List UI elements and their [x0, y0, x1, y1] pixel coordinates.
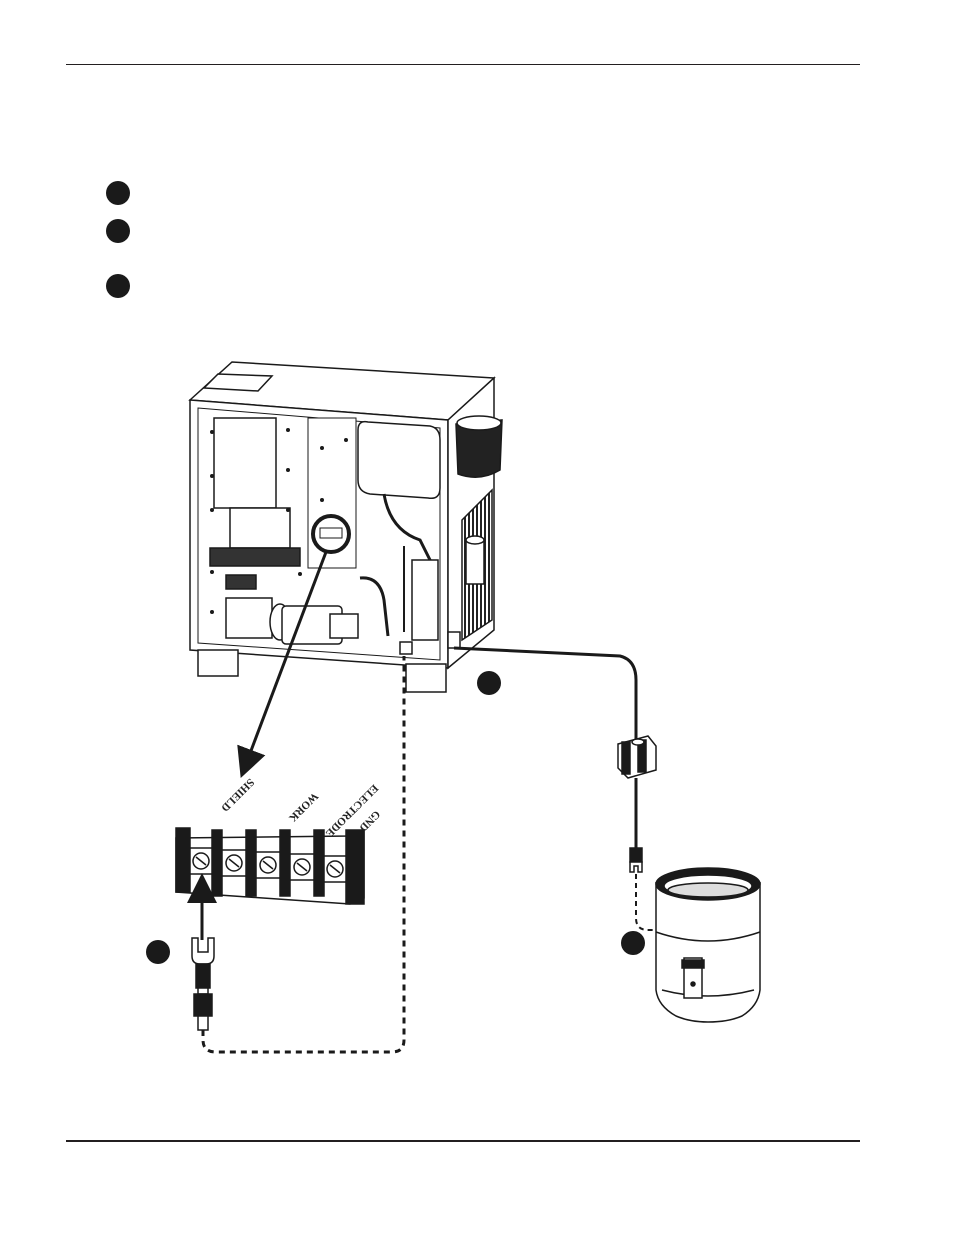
footer-rule	[66, 1140, 860, 1142]
detail-arrow	[237, 551, 328, 779]
step-marker-2	[106, 219, 130, 243]
shield-lead-dashed	[201, 656, 406, 1054]
torch-lug	[629, 847, 643, 873]
external-cable	[453, 646, 638, 740]
transformer	[225, 597, 273, 639]
cabinet-top-label-plate	[202, 373, 274, 392]
power-supply-cabinet	[188, 361, 503, 693]
torch-shield-cup	[655, 867, 761, 1023]
cabinet-screws	[210, 428, 348, 614]
callout-1	[477, 671, 501, 695]
header-rule	[66, 64, 860, 65]
label-work: WORK	[286, 790, 320, 824]
cabinet-foot-right	[405, 663, 447, 693]
filter-canister	[455, 419, 503, 478]
coolant-tank	[357, 420, 441, 500]
shield-lead-connector	[191, 937, 215, 1031]
step-marker-1	[106, 181, 130, 205]
terminal-block-callout-circle	[311, 514, 351, 554]
label-shield: SHIELD	[218, 776, 256, 814]
step-marker-3	[106, 274, 130, 298]
terminal-block-detail	[175, 827, 365, 905]
coolant-filter	[465, 539, 485, 585]
terminal-strip-internal	[209, 547, 301, 567]
inline-ferrite	[617, 735, 657, 779]
control-board	[213, 417, 277, 509]
coolant-hose	[382, 493, 432, 640]
cabinet-foot-left	[197, 649, 239, 677]
callout-2	[146, 940, 170, 964]
callout-3	[621, 931, 645, 955]
